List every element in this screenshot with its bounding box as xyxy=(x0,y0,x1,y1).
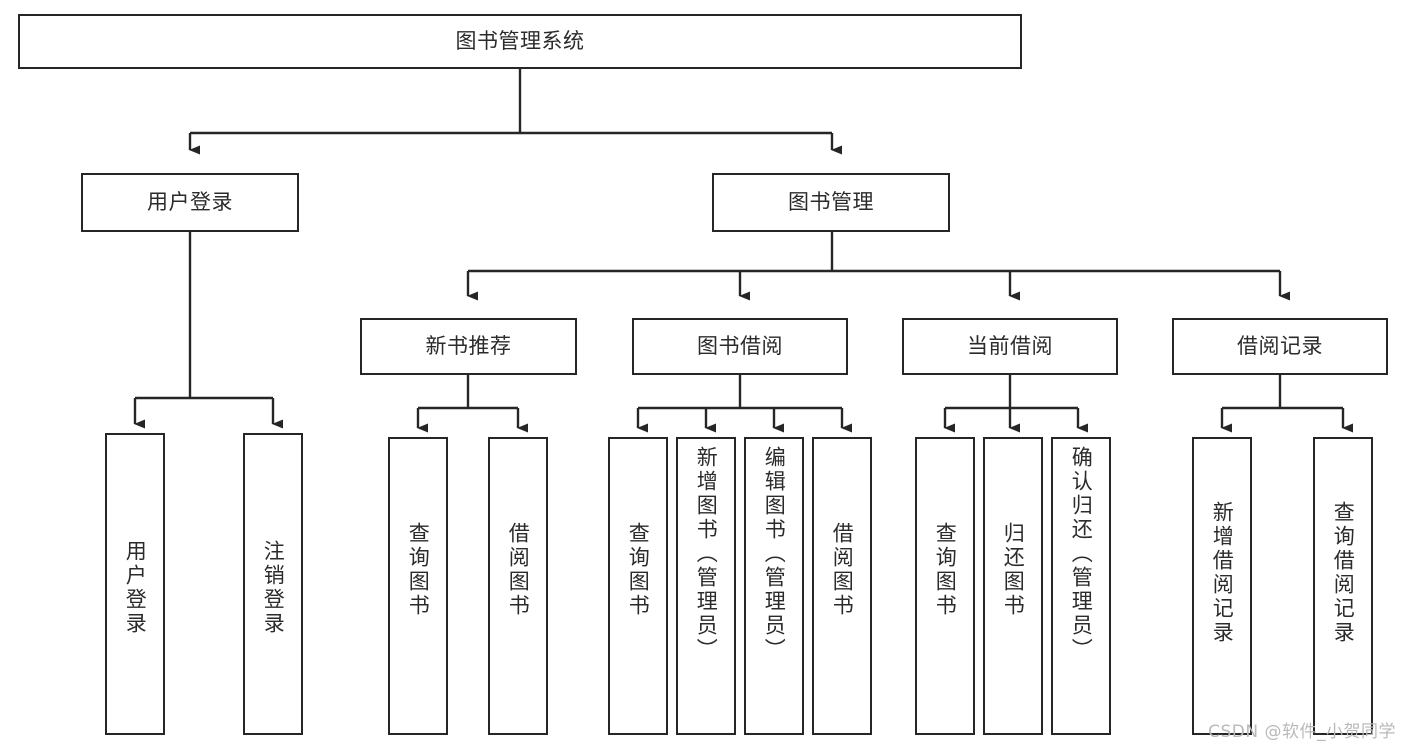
leaf-newbooks-borrow-book-label: 借阅图书 xyxy=(506,522,531,618)
leaf-user-login-label: 用户登录 xyxy=(123,540,148,636)
node-user-login-label: 用户登录 xyxy=(147,189,233,214)
node-book-management-label: 图书管理 xyxy=(788,189,874,214)
leaf-borrow-edit-book[interactable]: 编辑图书（管理员） xyxy=(744,437,804,735)
node-new-book-recommend[interactable]: 新书推荐 xyxy=(360,318,577,375)
leaf-borrow-lend-book[interactable]: 借阅图书 xyxy=(812,437,872,735)
node-root-label: 图书管理系统 xyxy=(455,28,585,53)
leaf-newbooks-borrow-book[interactable]: 借阅图书 xyxy=(488,437,548,735)
node-book-borrow-label: 图书借阅 xyxy=(697,333,783,358)
leaf-user-logout[interactable]: 注销登录 xyxy=(243,433,303,735)
node-current-borrow[interactable]: 当前借阅 xyxy=(902,318,1118,375)
node-root[interactable]: 图书管理系统 xyxy=(18,14,1022,69)
leaf-records-add-record[interactable]: 新增借阅记录 xyxy=(1192,437,1252,735)
leaf-current-confirm-return[interactable]: 确认归还（管理员） xyxy=(1051,437,1111,735)
node-book-borrow[interactable]: 图书借阅 xyxy=(632,318,848,375)
leaf-user-login[interactable]: 用户登录 xyxy=(105,433,165,735)
node-new-book-recommend-label: 新书推荐 xyxy=(425,333,512,358)
leaf-borrow-lend-book-label: 借阅图书 xyxy=(830,522,855,618)
node-user-login[interactable]: 用户登录 xyxy=(81,173,299,232)
watermark-text: CSDN @软件_小贺同学 xyxy=(1208,722,1396,742)
leaf-borrow-add-book[interactable]: 新增图书（管理员） xyxy=(676,437,736,735)
leaf-current-query-book-label: 查询图书 xyxy=(933,522,958,618)
leaf-borrow-add-book-label: 新增图书（管理员） xyxy=(694,446,719,662)
node-borrow-records-label: 借阅记录 xyxy=(1237,333,1323,358)
leaf-borrow-query-book[interactable]: 查询图书 xyxy=(608,437,668,735)
leaf-records-query-record[interactable]: 查询借阅记录 xyxy=(1313,437,1373,735)
leaf-current-query-book[interactable]: 查询图书 xyxy=(915,437,975,735)
leaf-newbooks-query-book[interactable]: 查询图书 xyxy=(388,437,448,735)
node-borrow-records[interactable]: 借阅记录 xyxy=(1172,318,1388,375)
leaf-current-return-book-label: 归还图书 xyxy=(1001,522,1026,618)
leaf-records-query-record-label: 查询借阅记录 xyxy=(1331,501,1356,645)
leaf-current-confirm-return-label: 确认归还（管理员） xyxy=(1069,446,1094,662)
leaf-records-add-record-label: 新增借阅记录 xyxy=(1210,501,1235,645)
leaf-user-logout-label: 注销登录 xyxy=(261,540,286,636)
leaf-borrow-edit-book-label: 编辑图书（管理员） xyxy=(762,446,787,662)
leaf-newbooks-query-book-label: 查询图书 xyxy=(406,522,431,618)
node-book-management[interactable]: 图书管理 xyxy=(712,173,950,232)
node-current-borrow-label: 当前借阅 xyxy=(967,333,1053,358)
leaf-borrow-query-book-label: 查询图书 xyxy=(626,522,651,618)
leaf-current-return-book[interactable]: 归还图书 xyxy=(983,437,1043,735)
